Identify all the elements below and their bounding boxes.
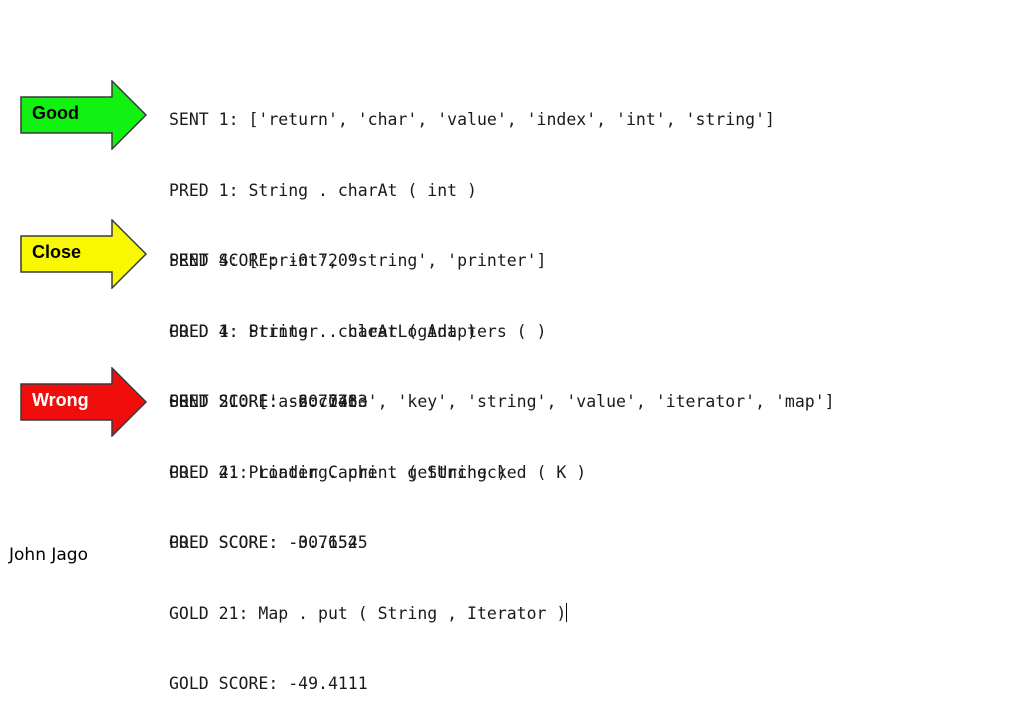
example-block-wrong: SENT 21: ['associate', 'key', 'string', … — [169, 343, 835, 719]
pred-score-line: PRED SCORE: -0.7209 — [169, 251, 358, 270]
good-arrow: Good — [20, 80, 148, 150]
wrong-arrow-shape — [20, 367, 148, 437]
arrow-icon — [20, 219, 148, 289]
gold-line: GOLD 1: String . charAt ( int ) — [169, 321, 477, 341]
wrong-arrow: Wrong — [20, 367, 148, 437]
close-label: Close — [32, 242, 82, 262]
pred-score-line: PRED SCORE: -6.7743 — [169, 392, 358, 411]
pred-line: PRED 4: Printer . clearLogAdapters ( ) — [169, 321, 547, 341]
good-label: Good — [32, 103, 79, 123]
gold-line-with-caret: GOLD 21: Map . put ( String , Iterator ) — [169, 602, 835, 626]
pred-line: PRED 1: String . charAt ( int ) — [169, 180, 477, 200]
pred-score-line: PRED SCORE: -0.7152 — [169, 533, 358, 552]
gold-score-line: GOLD SCORE: -49.4111 — [169, 674, 368, 693]
arrow-icon — [20, 367, 148, 437]
sent-line: SENT 1: ['return', 'char', 'value', 'ind… — [169, 110, 775, 129]
sent-line: SENT 4: ['print', 'string', 'printer'] — [169, 251, 547, 270]
gold-score-line: GOLD SCORE: -20.0763 — [169, 392, 368, 411]
good-arrow-shape — [20, 80, 148, 150]
author-name: John Jago — [9, 545, 88, 565]
gold-score-line: GOLD SCORE: -30.6545 — [169, 533, 368, 552]
gold-line: GOLD 21: Map . put ( String , Iterator ) — [169, 603, 567, 623]
example-block-good: SENT 1: ['return', 'char', 'value', 'ind… — [169, 61, 775, 437]
gold-line: GOLD 4: Printer . print ( String ) — [169, 462, 507, 482]
sent-line: SENT 21: ['associate', 'key', 'string', … — [169, 392, 835, 411]
close-arrow-shape — [20, 219, 148, 289]
close-arrow: Close — [20, 219, 148, 289]
wrong-label: Wrong — [32, 390, 89, 410]
arrow-icon — [20, 80, 148, 150]
example-block-close: SENT 4: ['print', 'string', 'printer'] P… — [169, 202, 547, 578]
pred-line: PRED 21: LoadingCache . getUnchecked ( K… — [169, 462, 587, 482]
text-cursor — [566, 602, 568, 622]
